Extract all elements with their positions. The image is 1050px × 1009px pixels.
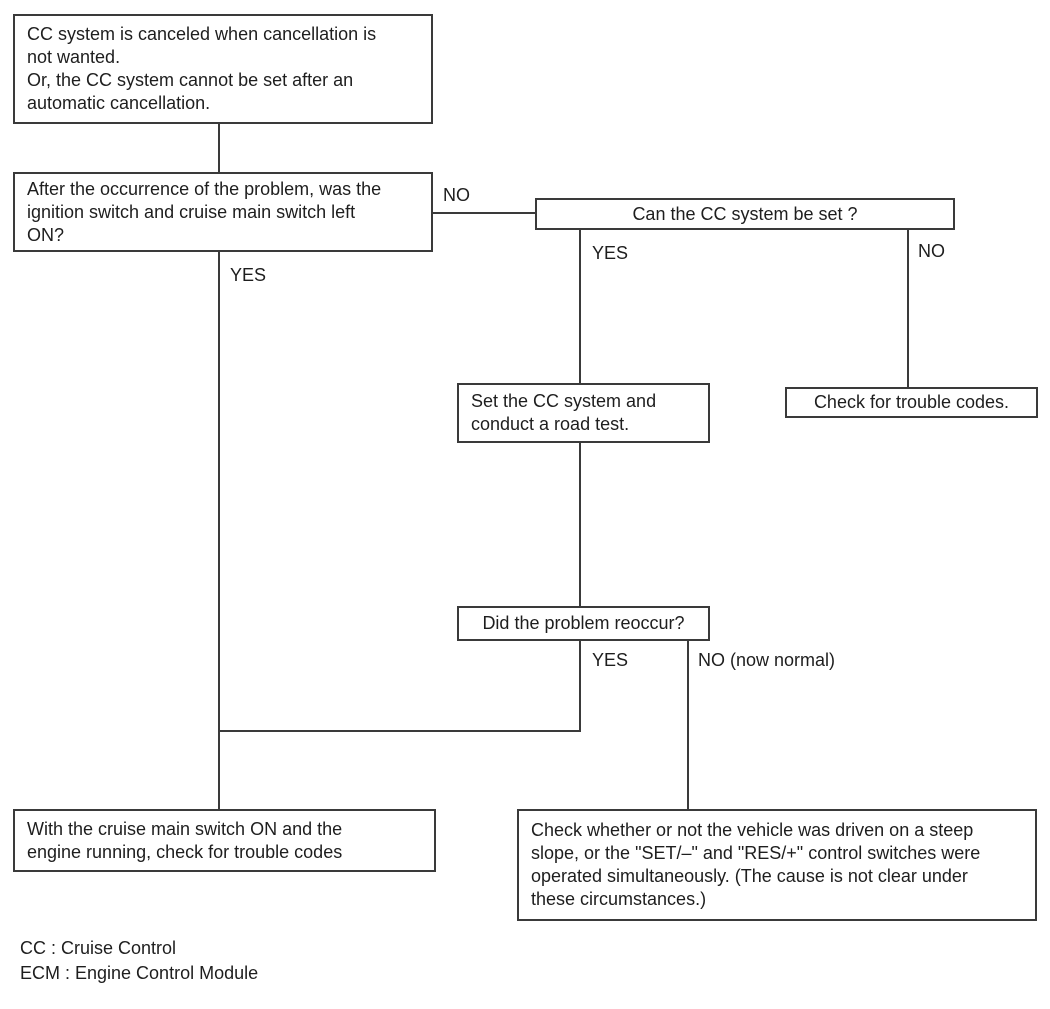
branch-label-no-reoccur: NO (now normal) <box>698 650 836 670</box>
connector-yes-reoccur-horizontal <box>218 730 581 732</box>
question-can-set-box: Can the CC system be set ? <box>535 198 955 230</box>
branch-label-yes-reoccur: YES <box>592 650 629 670</box>
branch-label-yes-can-set: YES <box>592 243 629 263</box>
question-problem-reoccur-box: Did the problem reoccur? <box>457 606 710 641</box>
connector-no-to-check-codes <box>907 230 909 387</box>
check-steep-slope-box: Check whether or not the vehicle was dri… <box>517 809 1037 921</box>
check-codes-engine-running-box: With the cruise main switch ON and the e… <box>13 809 436 872</box>
symptom-box: CC system is canceled when cancellation … <box>13 14 433 124</box>
connector-yes-to-road-test <box>579 230 581 383</box>
question-switch-left-on-box: After the occurrence of the problem, was… <box>13 172 433 252</box>
connector-road-test-to-reoccur <box>579 443 581 606</box>
connector-yes-long-vertical <box>218 252 220 809</box>
connector-no-to-can-set <box>431 212 535 214</box>
branch-label-yes-switch-left-on: YES <box>230 265 267 285</box>
legend-cc: CC : Cruise Control <box>20 938 177 958</box>
connector-no-reoccur-vertical <box>687 641 689 809</box>
road-test-box: Set the CC system and conduct a road tes… <box>457 383 710 443</box>
branch-label-no-switch-left-on: NO <box>443 185 470 205</box>
check-trouble-codes-box: Check for trouble codes. <box>785 387 1038 418</box>
legend: CC : Cruise Control ECM : Engine Control… <box>20 936 258 986</box>
connector-yes-reoccur-vertical <box>579 641 581 731</box>
connector-symptom-to-question <box>218 124 220 172</box>
branch-label-no-can-set: NO <box>918 241 945 261</box>
legend-ecm: ECM : Engine Control Module <box>20 963 259 983</box>
